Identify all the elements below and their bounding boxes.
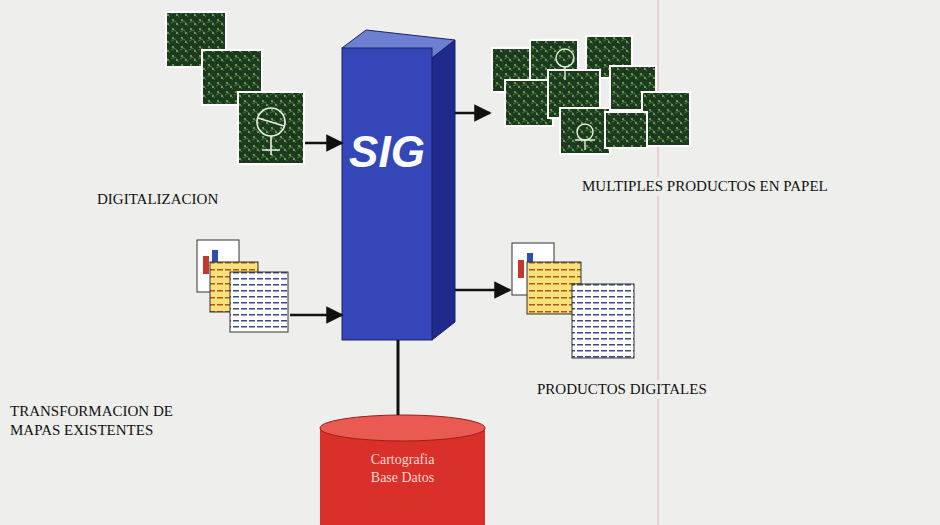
database-cylinder: Cartografia Base Datos (320, 415, 485, 525)
flow-arrow (397, 340, 400, 415)
icon-group: PRODUCTOS DIGITALES (510, 241, 636, 360)
system-title: SIG (342, 130, 432, 174)
flow-arrow (290, 314, 342, 317)
node-label: PRODUCTOS DIGITALES (535, 380, 709, 399)
node-label: TRANSFORMACION DE MAPAS EXISTENTES (8, 402, 180, 440)
flow-arrow (455, 112, 490, 115)
flow-arrow (305, 142, 342, 145)
icon-group: DIGITALIZACION (165, 10, 305, 166)
node-label: MULTIPLES PRODUCTOS EN PAPEL (580, 177, 830, 196)
icon-group: TRANSFORMACION DE MAPAS EXISTENTES (195, 238, 290, 334)
node-label: Cartografia Base Datos (360, 451, 445, 486)
icon-group: MULTIPLES PRODUCTOS EN PAPEL (490, 35, 692, 155)
flow-arrow (455, 289, 510, 292)
server-box: SIG (342, 30, 455, 340)
node-label: DIGITALIZACION (95, 190, 220, 209)
